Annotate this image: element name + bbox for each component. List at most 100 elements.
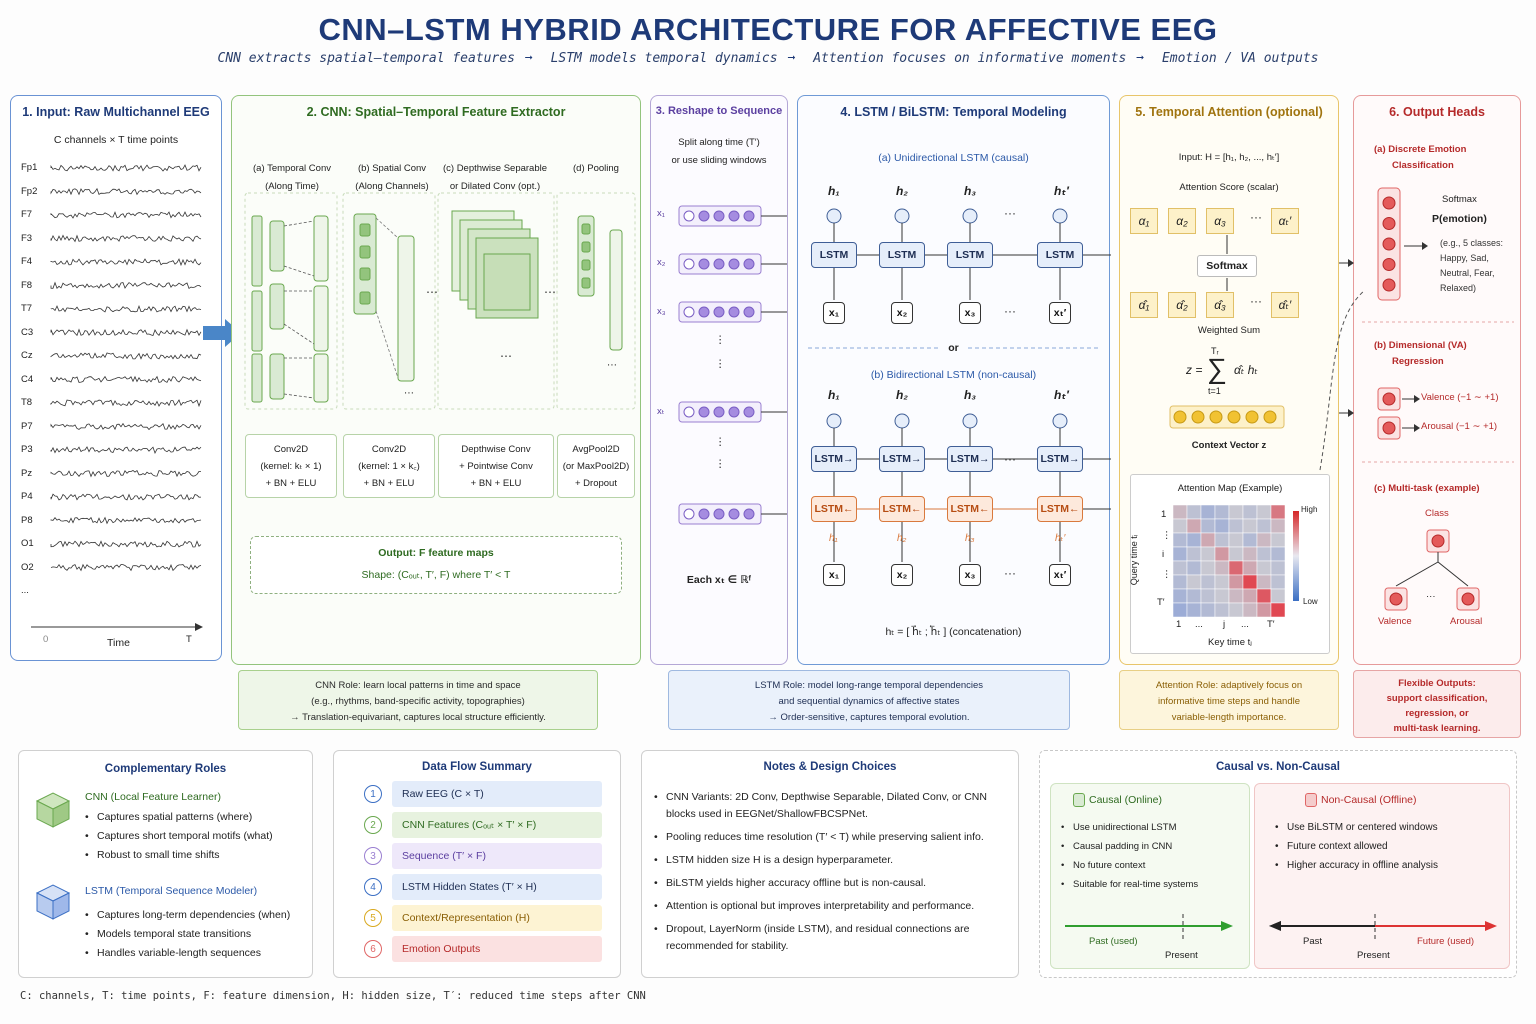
- eeg-trace: [50, 516, 202, 525]
- heatmap-cell: [1186, 560, 1202, 576]
- svg-text:⋯: ⋯: [607, 360, 617, 371]
- time-axis-arrow-icon: [195, 623, 203, 631]
- reshape-panel: 3. Reshape to Sequence Split along time …: [650, 95, 788, 665]
- feature-dot: [698, 258, 710, 270]
- cnn-role-item: Captures short temporal motifs (what): [85, 830, 273, 842]
- heatmap-cell: [1270, 504, 1286, 520]
- causal-timeline: [1065, 914, 1233, 940]
- input-panel-title: 1. Input: Raw Multichannel EEG: [22, 105, 210, 119]
- channel-label: F3: [21, 232, 33, 244]
- regression-node: [1382, 392, 1396, 406]
- stage-pooling-label: AvgPool2D(or MaxPool2D)+ Dropout: [557, 434, 635, 498]
- seq-dots-1: ⋮: [715, 334, 726, 346]
- lstm-forward-cell: LSTM→: [947, 446, 993, 472]
- seq-label-xt: xₜ: [657, 406, 665, 417]
- heatmap-cell: [1256, 560, 1272, 576]
- map-y-tick-5: T′: [1157, 597, 1165, 608]
- svg-text:⋯: ⋯: [500, 349, 512, 363]
- cnn-shape-line: Shape: (Cₒᵤₜ, T′, F) where T′ < T: [361, 569, 511, 581]
- hidden-state-node: [962, 208, 978, 224]
- bwd-hidden-label: hₜ′: [1055, 533, 1066, 544]
- flow-step-number: 3: [364, 847, 382, 865]
- pipeline-step-2: LSTM models temporal dynamics: [550, 51, 778, 66]
- flow-step-label: Sequence (T′ × F): [402, 850, 486, 862]
- class-node: [1382, 258, 1396, 271]
- heatmap-cell: [1270, 560, 1286, 576]
- cnn-role-item: Robust to small time shifts: [85, 849, 273, 861]
- pipeline-step-3: Attention focuses on informative moments: [813, 51, 1127, 66]
- hidden-state-node: [962, 413, 978, 429]
- feature-dot: [698, 508, 710, 520]
- feature-dot: [713, 406, 725, 418]
- attention-role-line-2: informative time steps and handle: [1157, 696, 1301, 707]
- eeg-trace: [50, 422, 202, 431]
- noncausal-item: Higher accuracy in offline analysis: [1275, 860, 1438, 871]
- lstm-role-line-3: → Order-sensitive, captures temporal evo…: [768, 712, 970, 723]
- cnn-cube-icon: [35, 792, 71, 828]
- causal-item: Causal padding in CNN: [1061, 841, 1198, 852]
- ellipsis: ···: [1250, 210, 1262, 224]
- hidden-label: h₁: [828, 184, 840, 198]
- lstm-panel-title: 4. LSTM / BiLSTM: Temporal Modeling: [840, 105, 1067, 119]
- channel-label: C3: [21, 326, 34, 338]
- flow-step-label: Emotion Outputs: [402, 943, 481, 955]
- eeg-trace: [50, 281, 202, 290]
- note-item: Dropout, LayerNorm (inside LSTM), and re…: [654, 921, 1006, 955]
- heatmap-colorbar: [1293, 511, 1299, 601]
- input-node: x₁: [823, 302, 845, 324]
- alpha-hat: α̂₂: [1168, 292, 1196, 318]
- cnn-panel: 2. CNN: Spatial–Temporal Feature Extract…: [231, 95, 641, 665]
- nc-past-label: Past: [1303, 936, 1323, 947]
- channel-label: C4: [21, 373, 34, 385]
- outputs-role-line-2: support classification,: [1386, 693, 1488, 704]
- heatmap-cell: [1270, 546, 1286, 562]
- valence-label: Valence (−1 ∼ +1): [1421, 392, 1499, 403]
- hidden-state-node: [1052, 413, 1068, 429]
- map-low-label: Low: [1303, 597, 1318, 606]
- lstm-cell: LSTM: [811, 242, 857, 268]
- heatmap-cell: [1242, 574, 1258, 590]
- heatmap-cell: [1228, 560, 1244, 576]
- outputs-panel-title: 6. Output Heads: [1389, 105, 1485, 119]
- bwd-hidden-label: h₂: [897, 533, 907, 544]
- heatmap-cell: [1228, 602, 1244, 618]
- notes-title: Notes & Design Choices: [763, 761, 897, 773]
- lstm-backward-cell: LSTM←: [811, 496, 857, 522]
- svg-text:⋯: ⋯: [544, 285, 556, 299]
- hidden-state-node: [826, 413, 842, 429]
- stage-temporal-label: Conv2D(kernel: kₜ × 1)+ BN + ELU: [245, 434, 337, 498]
- causal-item: Use unidirectional LSTM: [1061, 822, 1198, 833]
- attention-heatmap: [1172, 504, 1299, 618]
- seq-dots-3: ⋮: [715, 436, 726, 448]
- channel-label: ...: [21, 585, 29, 596]
- multitask-node: [1389, 592, 1403, 606]
- arousal-short-label: Arousal: [1450, 616, 1483, 627]
- cnn-role-title: CNN (Local Feature Learner): [85, 791, 221, 803]
- feature-dot: [728, 508, 740, 520]
- formula-top: Tᵣ: [1211, 346, 1219, 356]
- lstm-role-item: Captures long-term dependencies (when): [85, 909, 290, 921]
- class-node: [1382, 278, 1396, 292]
- noncausal-box: Non-Causal (Offline) Use BiLSTM or cente…: [1254, 783, 1510, 969]
- fwd-hidden-label: h₃: [964, 388, 976, 402]
- attention-input: Input: H = [h₁, h₂, ..., hₜ′]: [1178, 152, 1280, 163]
- complementary-roles-panel: Complementary Roles CNN (Local Feature L…: [18, 750, 313, 978]
- causal-panel: Causal vs. Non-Causal Causal (Online) Us…: [1039, 750, 1517, 978]
- hidden-state-node: [826, 208, 842, 224]
- heatmap-cell: [1228, 588, 1244, 604]
- heatmap-cell: [1242, 588, 1258, 604]
- or-divider: or: [948, 342, 959, 354]
- heatmap-cell: [1200, 504, 1216, 520]
- feature-dot: [683, 258, 695, 270]
- class-node: [1382, 196, 1396, 210]
- heatmap-cell: [1242, 560, 1258, 576]
- eeg-trace: [50, 187, 202, 196]
- causal-present-label: Present: [1165, 950, 1198, 961]
- feature-dot: [743, 306, 755, 318]
- va-title: (b) Dimensional (VA)Regression: [1374, 340, 1467, 367]
- ellipsis: ···: [1004, 452, 1016, 466]
- cnn-role-line-1: CNN Role: learn local patterns in time a…: [315, 680, 521, 691]
